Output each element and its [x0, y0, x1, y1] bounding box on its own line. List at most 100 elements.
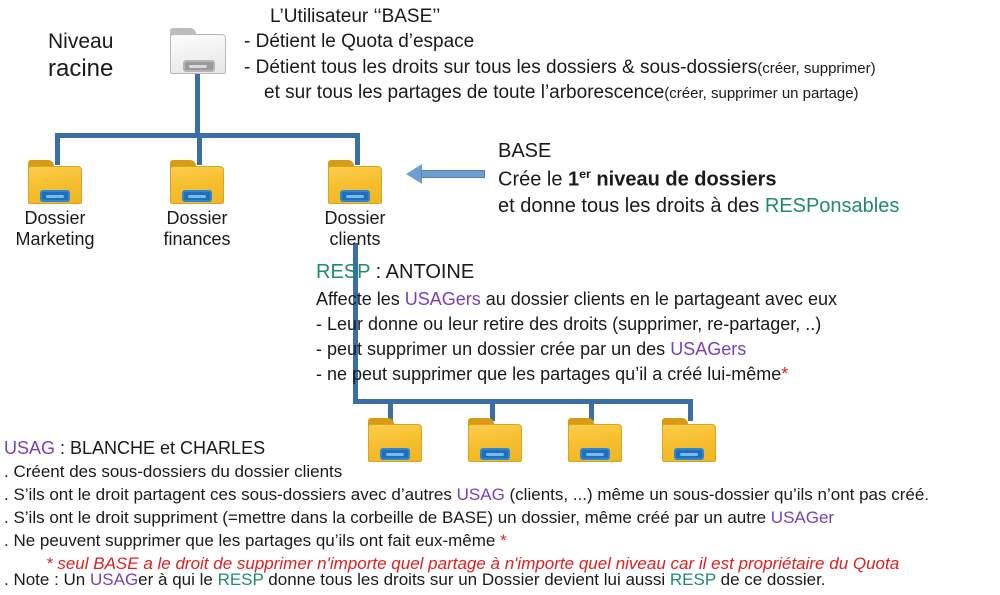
- folder-label-line2: Marketing: [15, 229, 95, 250]
- folder-stripe: [183, 60, 215, 72]
- root-level-label: Niveau racine: [48, 30, 113, 83]
- resp-line4: - ne peut supprimer que les partages qu’…: [316, 364, 837, 385]
- folder-label-line2: clients: [329, 229, 381, 250]
- base-user-line2: - Détient tous les droits sur tous les d…: [244, 57, 876, 79]
- usag-line3-pre: . S’ils ont le droit suppriment (=mettre…: [4, 508, 771, 528]
- base-callout-block: BASE Crée le 1er niveau de dossiers et d…: [498, 140, 899, 218]
- resp-line3-pre: - peut supprimer un dossier crée par un …: [316, 339, 671, 360]
- note-resp-2: RESP: [669, 570, 716, 589]
- note-resp-1: RESP: [217, 570, 264, 589]
- resp-title-rest: : ANTOINE: [370, 261, 475, 283]
- base-user-line2-paren: (créer, supprimer): [757, 59, 876, 77]
- folder-label-line1: Dossier: [24, 208, 86, 228]
- base-user-line3-paren: (créer, supprimer un partage): [664, 85, 859, 103]
- base-callout-line1-sup: er: [579, 166, 591, 181]
- resp-line4-pre: - ne peut supprimer que les partages qu’…: [316, 364, 782, 385]
- base-user-block: L’Utilisateur ‘‘BASE’’ - Détient le Quot…: [244, 6, 876, 105]
- connector-level2-branch-1: [388, 399, 393, 421]
- resp-line1: Affecte les USAGers au dossier clients e…: [316, 289, 837, 310]
- folder-icon[interactable]: [170, 160, 224, 204]
- usag-line3-usager: USAGer: [770, 508, 835, 528]
- base-user-line1: - Détient le Quota d’espace: [244, 31, 475, 53]
- resp-line1-post: au dossier clients en le partageant avec…: [480, 288, 837, 309]
- folder-icon[interactable]: [28, 160, 82, 204]
- note-usag: USAG: [89, 570, 139, 589]
- folder-tab: [170, 160, 196, 169]
- usag-title-rest: : BLANCHE et CHARLES: [55, 438, 266, 458]
- resp-block: RESP : ANTOINE Affecte les USAGers au do…: [316, 261, 837, 386]
- folder-label-marketing: Dossier Marketing: [0, 208, 110, 250]
- base-user-line3-main: et sur tous les partages de toute l’arbo…: [264, 82, 665, 104]
- folder-icon[interactable]: [328, 160, 382, 204]
- folder-tab: [368, 418, 394, 427]
- left-arrow-shaft: [421, 170, 485, 178]
- usag-footnote: * seul BASE a le droit de supprimer n'im…: [46, 554, 900, 574]
- folder-label-line2: finances: [163, 229, 231, 250]
- connector-root-vertical: [195, 70, 200, 135]
- usag-line2-post: (clients, ...) même un sous-dossier qu’i…: [504, 485, 930, 505]
- resp-line3-usagers: USAGers: [670, 339, 747, 360]
- folder-stripe: [380, 448, 410, 460]
- usag-line4: . Ne peuvent supprimer que les partages …: [4, 531, 929, 551]
- folder-icon[interactable]: [568, 418, 622, 462]
- base-callout-line2-pre: et donne tous les droits à des: [498, 194, 765, 217]
- folder-tab: [170, 28, 196, 37]
- connector-level2-branch-3: [589, 399, 594, 421]
- folder-grey-icon[interactable]: [170, 28, 226, 74]
- folder-label-line1: Dossier: [166, 208, 228, 228]
- folder-tab: [662, 418, 688, 427]
- folder-label-finances: Dossier finances: [142, 208, 252, 250]
- note-mid1: er à qui le: [138, 570, 218, 589]
- resp-line1-pre: Affecte les: [316, 288, 405, 309]
- connector-level1-horizontal: [55, 133, 360, 138]
- resp-line4-asterisk: *: [781, 364, 789, 385]
- usag-title-name: USAG: [4, 438, 56, 458]
- folder-label-line1: Dossier: [324, 208, 386, 228]
- root-level-label-line2: racine: [48, 54, 114, 82]
- note-pre: . Note : Un: [4, 570, 90, 589]
- root-level-label-line1: Niveau: [48, 30, 114, 53]
- note-post: de ce dossier.: [715, 570, 826, 589]
- usag-line4-pre: . Ne peuvent supprimer que les partages …: [4, 531, 501, 551]
- folder-tab: [328, 160, 354, 169]
- base-user-title: L’Utilisateur ‘‘BASE’’: [270, 6, 441, 27]
- usag-line2-pre: . S’ils ont le droit partagent ces sous-…: [4, 485, 457, 505]
- connector-level2-branch-4: [688, 399, 693, 421]
- connector-level1-branch-clients: [355, 133, 360, 165]
- folder-tab: [468, 418, 494, 427]
- usag-line1: . Créent des sous-dossiers du dossier cl…: [4, 462, 343, 482]
- connector-level1-branch-marketing: [55, 133, 60, 165]
- usag-block: USAG : BLANCHE et CHARLES . Créent des s…: [4, 438, 929, 574]
- usag-line2-usag: USAG: [456, 485, 505, 505]
- folder-stripe: [340, 190, 370, 202]
- folder-icon[interactable]: [468, 418, 522, 462]
- folder-icon[interactable]: [368, 418, 422, 462]
- left-arrow-icon: [406, 164, 422, 184]
- note-block: . Note : Un USAGer à qui le RESP donne t…: [4, 570, 826, 590]
- usag-line4-asterisk: *: [500, 531, 507, 551]
- resp-line2: - Leur donne ou leur retire des droits (…: [316, 313, 822, 334]
- folder-stripe: [580, 448, 610, 460]
- resp-title-name: RESP: [316, 261, 371, 283]
- base-callout-line2: et donne tous les droits à des RESPonsab…: [498, 195, 899, 219]
- folder-label-clients: Dossier clients: [300, 208, 410, 250]
- folder-icon[interactable]: [662, 418, 716, 462]
- base-callout-title: BASE: [498, 140, 552, 162]
- connector-level2-horizontal: [353, 399, 693, 404]
- base-callout-responsables: RESPonsables: [764, 194, 900, 217]
- base-callout-line1: Crée le 1er niveau de dossiers: [498, 167, 899, 192]
- usag-line3: . S’ils ont le droit suppriment (=mettre…: [4, 508, 929, 528]
- connector-level1-branch-finances: [197, 133, 202, 165]
- usag-title: USAG : BLANCHE et CHARLES: [4, 438, 929, 459]
- folder-body: [170, 166, 224, 204]
- connector-clients-vertical: [353, 243, 358, 403]
- resp-line1-usagers: USAGers: [404, 288, 481, 309]
- base-callout-line1-num: 1: [568, 168, 580, 191]
- base-callout-line1-pre: Crée le: [498, 168, 569, 191]
- usag-line2: . S’ils ont le droit partagent ces sous-…: [4, 485, 929, 505]
- folder-tab: [28, 160, 54, 169]
- folder-tab: [568, 418, 594, 427]
- folder-stripe: [480, 448, 510, 460]
- folder-stripe: [674, 448, 704, 460]
- base-callout-line1-bold: niveau de dossiers: [590, 168, 777, 191]
